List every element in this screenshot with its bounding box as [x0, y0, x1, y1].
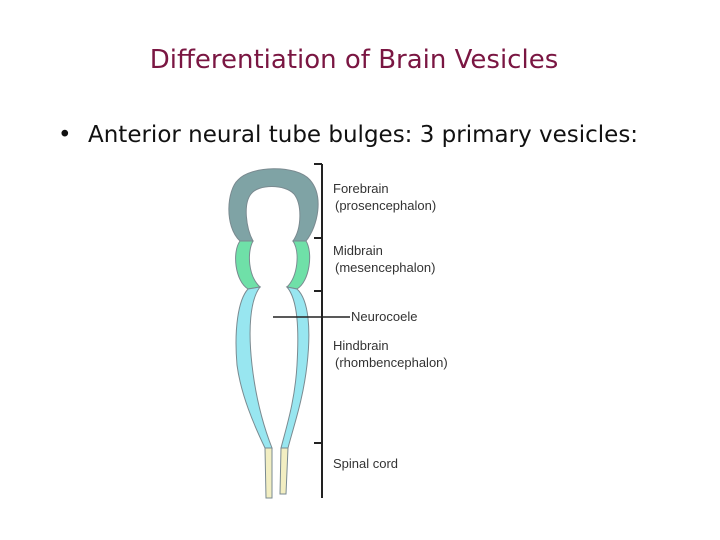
midbrain-label: Midbrain [333, 243, 383, 258]
hindbrain-label: Hindbrain [333, 338, 389, 353]
spinal-cord-label: Spinal cord [333, 456, 399, 471]
forebrain-label: Forebrain [333, 181, 389, 196]
forebrain-term: (prosencephalon) [335, 198, 437, 213]
spinal-cord-wall-right [279, 447, 289, 495]
slide-title: Differentiation of Brain Vesicles [149, 45, 559, 75]
hindbrain-term: (rhombencephalon) [335, 355, 448, 370]
midbrain-vesicle-left [235, 240, 262, 290]
forebrain-vesicle [228, 168, 319, 242]
midbrain-term: (mesencephalon) [335, 260, 436, 275]
bullet-item: • Anterior neural tube bulges: 3 primary … [58, 122, 638, 148]
hindbrain-wall-left [235, 286, 273, 449]
spinal-cord-wall-left [264, 447, 273, 499]
neurocoele-label: Neurocoele [351, 309, 418, 324]
hindbrain-wall-right [280, 286, 310, 449]
bullet-symbol: • [58, 122, 72, 148]
bullet-text: Anterior neural tube bulges: 3 primary v… [88, 122, 639, 148]
midbrain-vesicle-right [285, 240, 311, 290]
